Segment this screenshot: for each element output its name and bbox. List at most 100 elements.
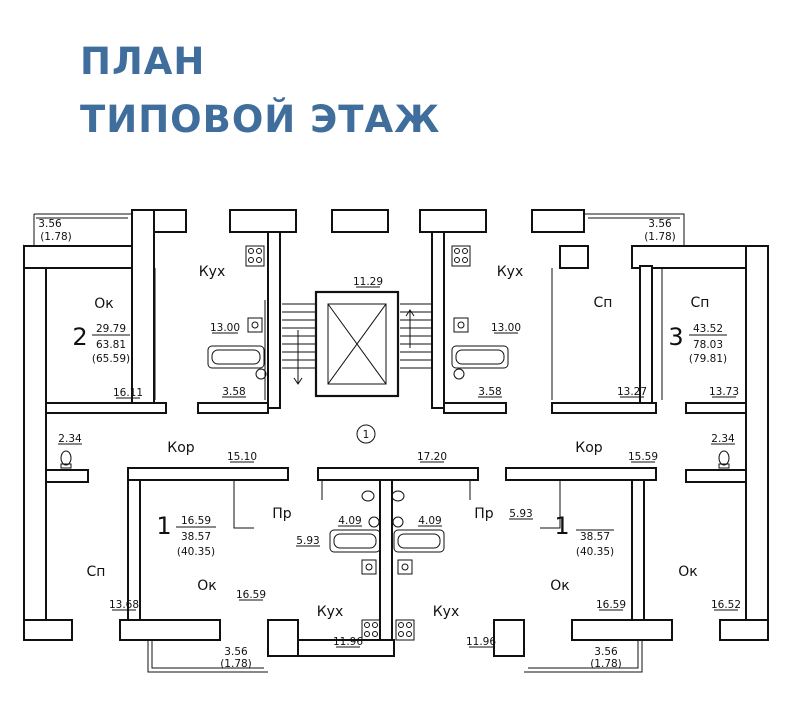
room-label: Ок <box>197 578 216 594</box>
wall-corridor <box>505 467 657 481</box>
wall-bottom <box>267 619 299 657</box>
wall-mid <box>45 402 167 414</box>
elevator-cab <box>327 303 387 385</box>
total-area-balcony: (40.35) <box>576 546 614 558</box>
wall-segment <box>229 209 297 233</box>
living-area: 43.52 <box>693 323 723 335</box>
room-label: Пр <box>474 506 494 522</box>
sink-icon <box>361 559 377 575</box>
room-area: 5.93 <box>509 508 532 520</box>
room-area: 11.96 <box>333 636 363 648</box>
wall-inner <box>631 479 645 641</box>
corridor-area: 17.20 <box>417 451 447 463</box>
washbasin-icon <box>255 368 267 380</box>
wall-inner <box>131 209 155 411</box>
plan-subtitle: ТИПОВОЙ ЭТАЖ <box>80 98 441 141</box>
stove-icon <box>245 245 265 267</box>
section-marker <box>356 424 376 444</box>
balcony-area: 3.56 <box>594 646 618 658</box>
living-area: 29.79 <box>96 323 126 335</box>
wall-bottom <box>493 619 525 657</box>
wall-corridor <box>317 467 479 481</box>
wall-mid <box>443 402 507 414</box>
washbasin-icon <box>368 516 380 528</box>
room-area: 16.52 <box>711 599 741 611</box>
room-area: 13.27 <box>617 386 647 398</box>
balcony-top-right <box>584 213 685 246</box>
room-count: 2 <box>72 323 87 351</box>
room-area: 16.11 <box>113 387 143 399</box>
sink-icon <box>247 317 263 333</box>
wall-inner <box>431 231 445 409</box>
total-area: 38.57 <box>181 531 211 543</box>
stair-arrow-icon <box>293 330 303 385</box>
room-area: 4.09 <box>338 515 361 527</box>
room-label: Ок <box>94 296 113 312</box>
corridor-area: 15.10 <box>227 451 257 463</box>
wall-bottom <box>297 639 395 657</box>
bathtub-icon <box>329 529 381 553</box>
corridor-label: Кор <box>575 440 603 456</box>
balcony-reduced-area: (1.78) <box>40 231 72 243</box>
balcony-bottom-right <box>524 640 643 673</box>
stair-arrow-icon <box>405 309 415 348</box>
stove-icon <box>395 619 415 641</box>
room-area: 5.93 <box>296 535 319 547</box>
wall-right <box>745 245 769 641</box>
wall-inner <box>127 479 141 641</box>
room-area: 13.73 <box>709 386 739 398</box>
wall-wc <box>45 469 89 483</box>
room-area: 3.58 <box>222 386 245 398</box>
room-label: Кух <box>317 604 344 620</box>
room-area: 13.00 <box>491 322 521 334</box>
corridor-label: Кор <box>167 440 195 456</box>
wall-inner <box>267 231 281 409</box>
toilet-icon <box>60 450 72 469</box>
room-label: Кух <box>497 264 524 280</box>
room-label: Пр <box>272 506 292 522</box>
wall-segment <box>331 209 389 233</box>
wall-left <box>23 244 47 641</box>
wall-segment <box>531 209 585 233</box>
toilet-icon <box>391 490 405 502</box>
wall-mid <box>551 402 657 414</box>
room-area: 16.59 <box>236 589 266 601</box>
toilet-icon <box>361 490 375 502</box>
elevator-cross <box>327 303 387 385</box>
wall-bottom <box>119 619 221 641</box>
sink-icon <box>453 317 469 333</box>
washbasin-icon <box>453 368 465 380</box>
toilet-icon <box>718 450 730 469</box>
room-area: 2.34 <box>711 433 735 445</box>
room-area: 4.09 <box>418 515 441 527</box>
room-label: Сп <box>594 295 613 311</box>
wall-segment <box>419 209 487 233</box>
room-area: 16.59 <box>596 599 626 611</box>
partitions <box>154 268 663 529</box>
total-area-balcony: (40.35) <box>177 546 215 558</box>
balcony-area: 3.56 <box>648 218 672 230</box>
room-label: Ок <box>550 578 569 594</box>
wall-mid <box>685 402 747 414</box>
room-label: Сп <box>691 295 710 311</box>
balcony-reduced-area: (1.78) <box>644 231 676 243</box>
balcony-bottom-left <box>147 640 268 673</box>
stove-icon <box>361 619 381 641</box>
room-count: 3 <box>668 323 683 351</box>
corridor-area: 15.59 <box>628 451 658 463</box>
total-area-balcony: (65.59) <box>92 353 130 365</box>
balcony-reduced-area: (1.78) <box>220 658 252 670</box>
wall-inner <box>379 479 393 657</box>
total-area: 78.03 <box>693 339 723 351</box>
stairs-left <box>282 303 316 369</box>
balcony-reduced-area: (1.78) <box>590 658 622 670</box>
room-label: Кух <box>199 264 226 280</box>
section-number: 1 <box>363 429 370 441</box>
stove-icon <box>451 245 471 267</box>
room-area: 13.00 <box>210 322 240 334</box>
balcony-area: 3.56 <box>224 646 248 658</box>
wall-wc <box>685 469 747 483</box>
plan-title: ПЛАН <box>80 40 206 83</box>
room-area: 13.68 <box>109 599 139 611</box>
